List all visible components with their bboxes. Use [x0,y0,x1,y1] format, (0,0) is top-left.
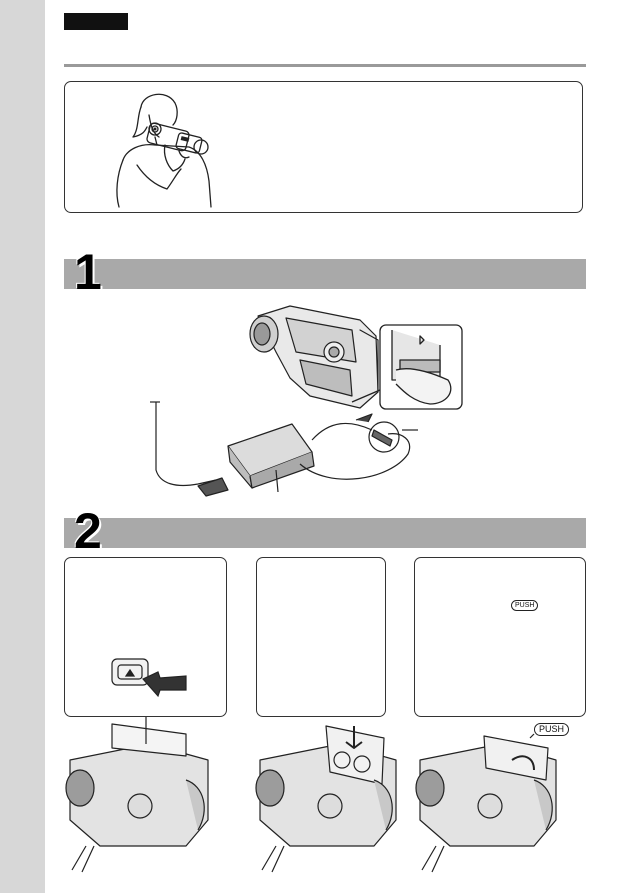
push-label-small: PUSH [511,600,539,611]
language-tab [64,13,128,30]
step-2-band: 2 [64,506,586,556]
camcorder-open-3 [415,733,557,873]
eject-button-illustration [111,658,187,698]
connector-inset [351,324,463,410]
page-sidebar [0,0,45,893]
push-label-large: PUSH [534,723,570,736]
woman-with-camcorder-illustration [116,93,212,208]
step-2a-panel [64,557,227,717]
intro-box [64,81,583,213]
step-2c-panel: PUSH [414,557,586,717]
section-rule [64,64,586,67]
step-2-number: 2 [74,503,102,559]
step-1-band: 1 [64,247,586,297]
camcorder-open-2 [255,725,397,873]
step-2b-panel [256,557,386,717]
step-1-number: 1 [74,244,102,300]
camcorder-open-1 [65,717,209,873]
ac-adaptor-illustration [150,401,418,497]
camcorder-illustration [249,305,379,409]
